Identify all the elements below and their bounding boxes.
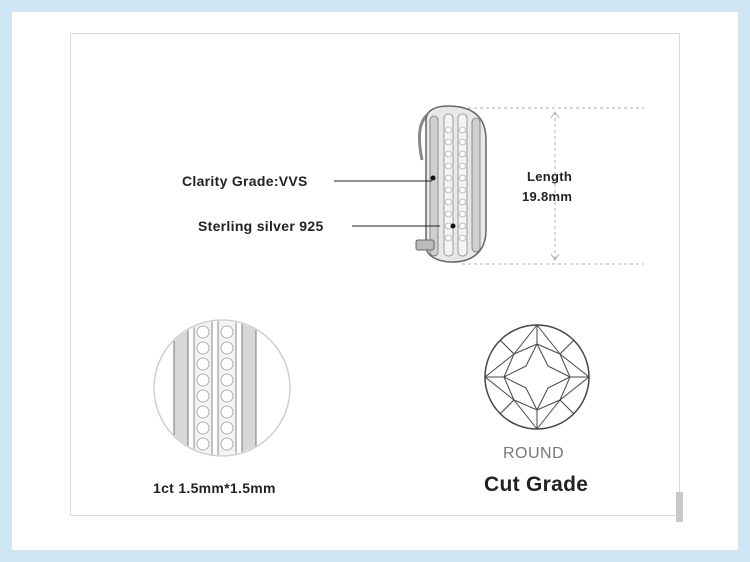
product-card	[70, 33, 680, 516]
cut-grade-label: Cut Grade	[484, 473, 589, 496]
material-label: Sterling silver 925	[198, 218, 324, 234]
round-diamond-outline-icon	[484, 324, 590, 430]
scrollbar-thumb[interactable]	[676, 492, 683, 522]
cut-shape-label: ROUND	[503, 445, 565, 462]
stone-size-label: 1ct 1.5mm*1.5mm	[153, 480, 276, 496]
stone-detail-image	[153, 319, 291, 457]
length-value: 19.8mm	[522, 189, 573, 204]
pointer-lines	[334, 180, 440, 227]
length-label: Length	[527, 169, 573, 184]
earring-image	[415, 105, 644, 265]
clarity-grade-label: Clarity Grade:VVS	[182, 173, 308, 189]
